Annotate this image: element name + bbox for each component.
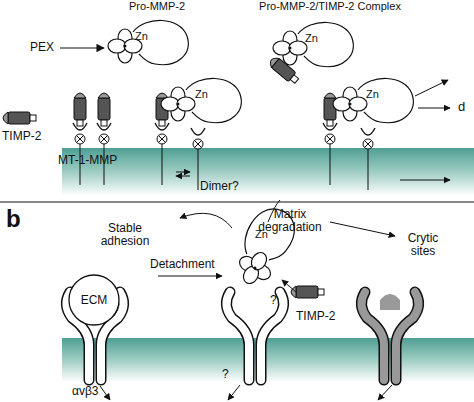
text-label: Pro-MMP-2/TIMP-2 Complex <box>245 0 415 12</box>
text-label: Zn <box>305 32 325 44</box>
text-label: Dimer? <box>200 180 250 193</box>
text-label: Pro-MMP-2 <box>112 0 202 12</box>
text-label: b <box>6 206 30 231</box>
text-label: ? <box>222 368 234 381</box>
text-label: TIMP-2 <box>296 310 346 323</box>
text-label: ? <box>270 294 282 307</box>
text-label: Zn <box>255 228 275 240</box>
text-label: αvβ3 <box>72 385 112 398</box>
text-label: Stable adhesion <box>95 222 155 248</box>
text-label: PEX <box>30 41 60 54</box>
text-label: MT-1-MMP <box>58 154 128 167</box>
text-label: Detachment <box>150 258 230 271</box>
text-label: Zn <box>195 88 215 100</box>
node-text: ECM <box>68 293 120 307</box>
text-label: Zn <box>135 30 155 42</box>
text-label: d <box>458 100 474 114</box>
text-label: TIMP-2 <box>2 130 52 143</box>
ecm-circle: ECM <box>68 274 120 326</box>
text-label: Crytic sites <box>398 232 448 258</box>
text-label: Zn <box>366 88 386 100</box>
